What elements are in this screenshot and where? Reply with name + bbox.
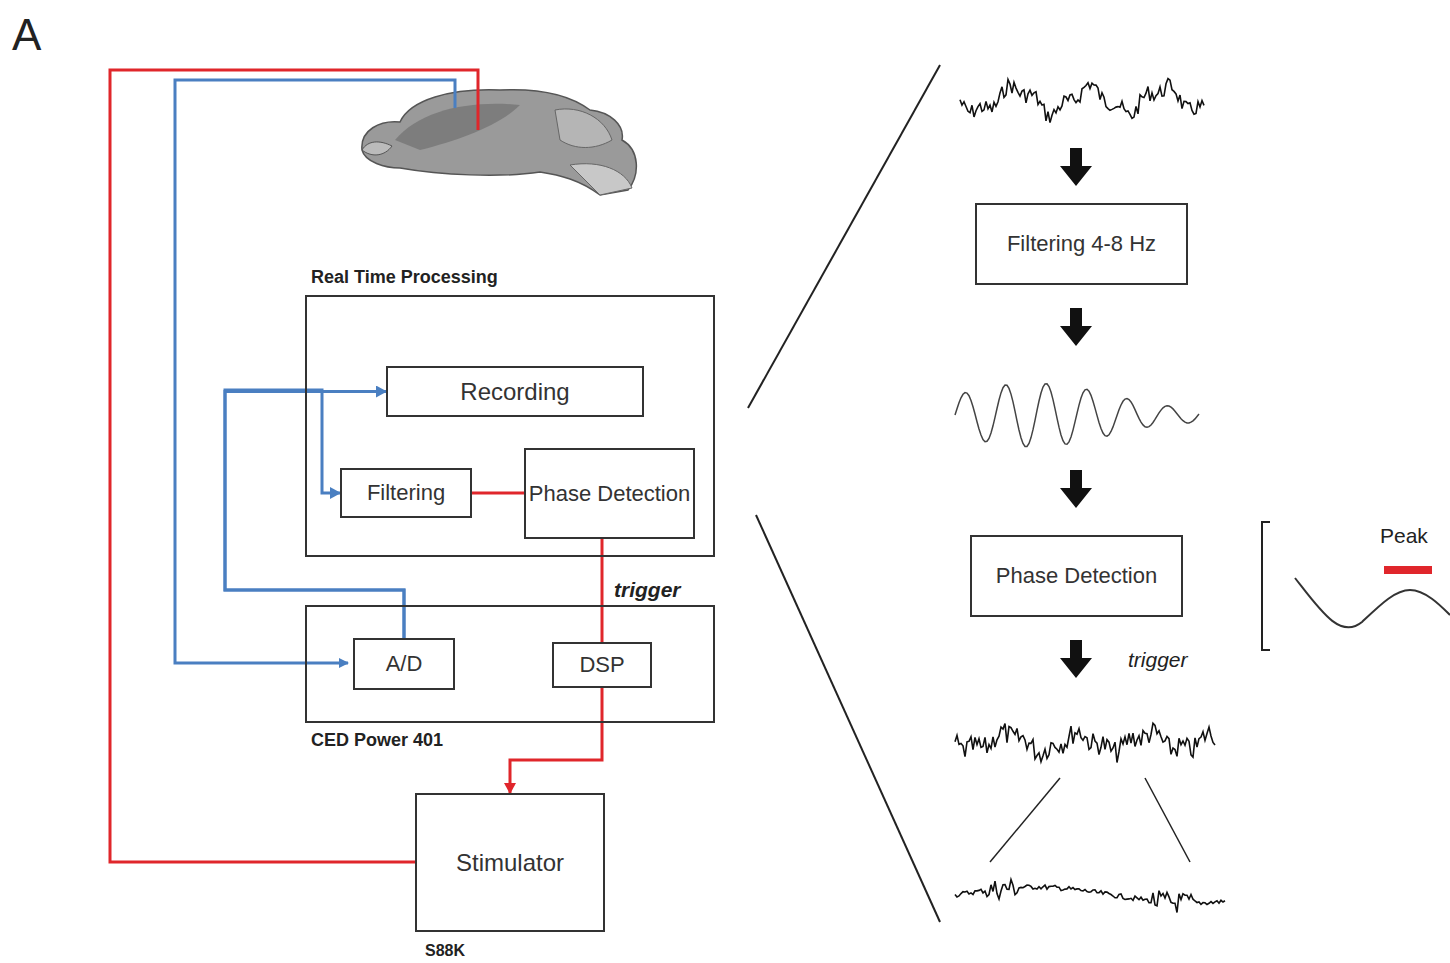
box-heading: Real Time Processing: [311, 267, 498, 288]
process-box: A/D: [353, 638, 455, 690]
box-label: Stimulator: [456, 848, 564, 878]
box-label: A/D: [386, 650, 423, 678]
phase-label: Peak: [1380, 524, 1428, 548]
process-box: Phase Detection: [970, 535, 1183, 617]
rat-brain: [362, 90, 637, 195]
zoomed-trace: [955, 880, 1225, 913]
box-label: Phase Detection: [996, 562, 1157, 590]
filtered-theta-trace: [955, 384, 1199, 447]
system-box: CED Power 401A/DDSP: [305, 605, 715, 723]
raw-lfp-trace: [960, 79, 1204, 123]
panel-letter: A: [12, 10, 41, 60]
system-box: Real Time ProcessingRecordingFilteringPh…: [305, 295, 715, 557]
signal-connector: [601, 539, 604, 642]
box-heading: S88K: [425, 942, 465, 960]
zoom-line: [756, 515, 940, 922]
zoom-line: [1145, 778, 1190, 862]
box-label: Filtering: [367, 479, 445, 507]
process-box: Recording: [386, 366, 644, 417]
box-label: Phase Detection: [529, 480, 690, 508]
process-box: Filtering: [340, 468, 472, 518]
process-box: DSP: [552, 642, 652, 688]
box-label: DSP: [579, 651, 624, 679]
signal-connector: [472, 492, 524, 495]
zoom-line: [748, 65, 940, 408]
signal-connector: [510, 688, 602, 793]
process-box: Filtering 4-8 Hz: [975, 203, 1188, 285]
peak-marker: [1384, 566, 1432, 574]
process-box: StimulatorS88K: [415, 793, 605, 932]
box-label: Filtering 4-8 Hz: [1007, 230, 1156, 258]
edge-label: trigger: [612, 578, 683, 602]
signal-label: trigger: [1128, 648, 1188, 672]
process-box: Phase Detection: [524, 448, 695, 539]
box-label: Recording: [460, 377, 569, 407]
stimulated-trace: [955, 723, 1215, 762]
bracket: [1262, 522, 1270, 650]
stimulation-wire: [110, 70, 478, 862]
box-heading: CED Power 401: [311, 730, 443, 751]
peak-wave: [1295, 578, 1450, 627]
zoom-line: [990, 778, 1060, 862]
